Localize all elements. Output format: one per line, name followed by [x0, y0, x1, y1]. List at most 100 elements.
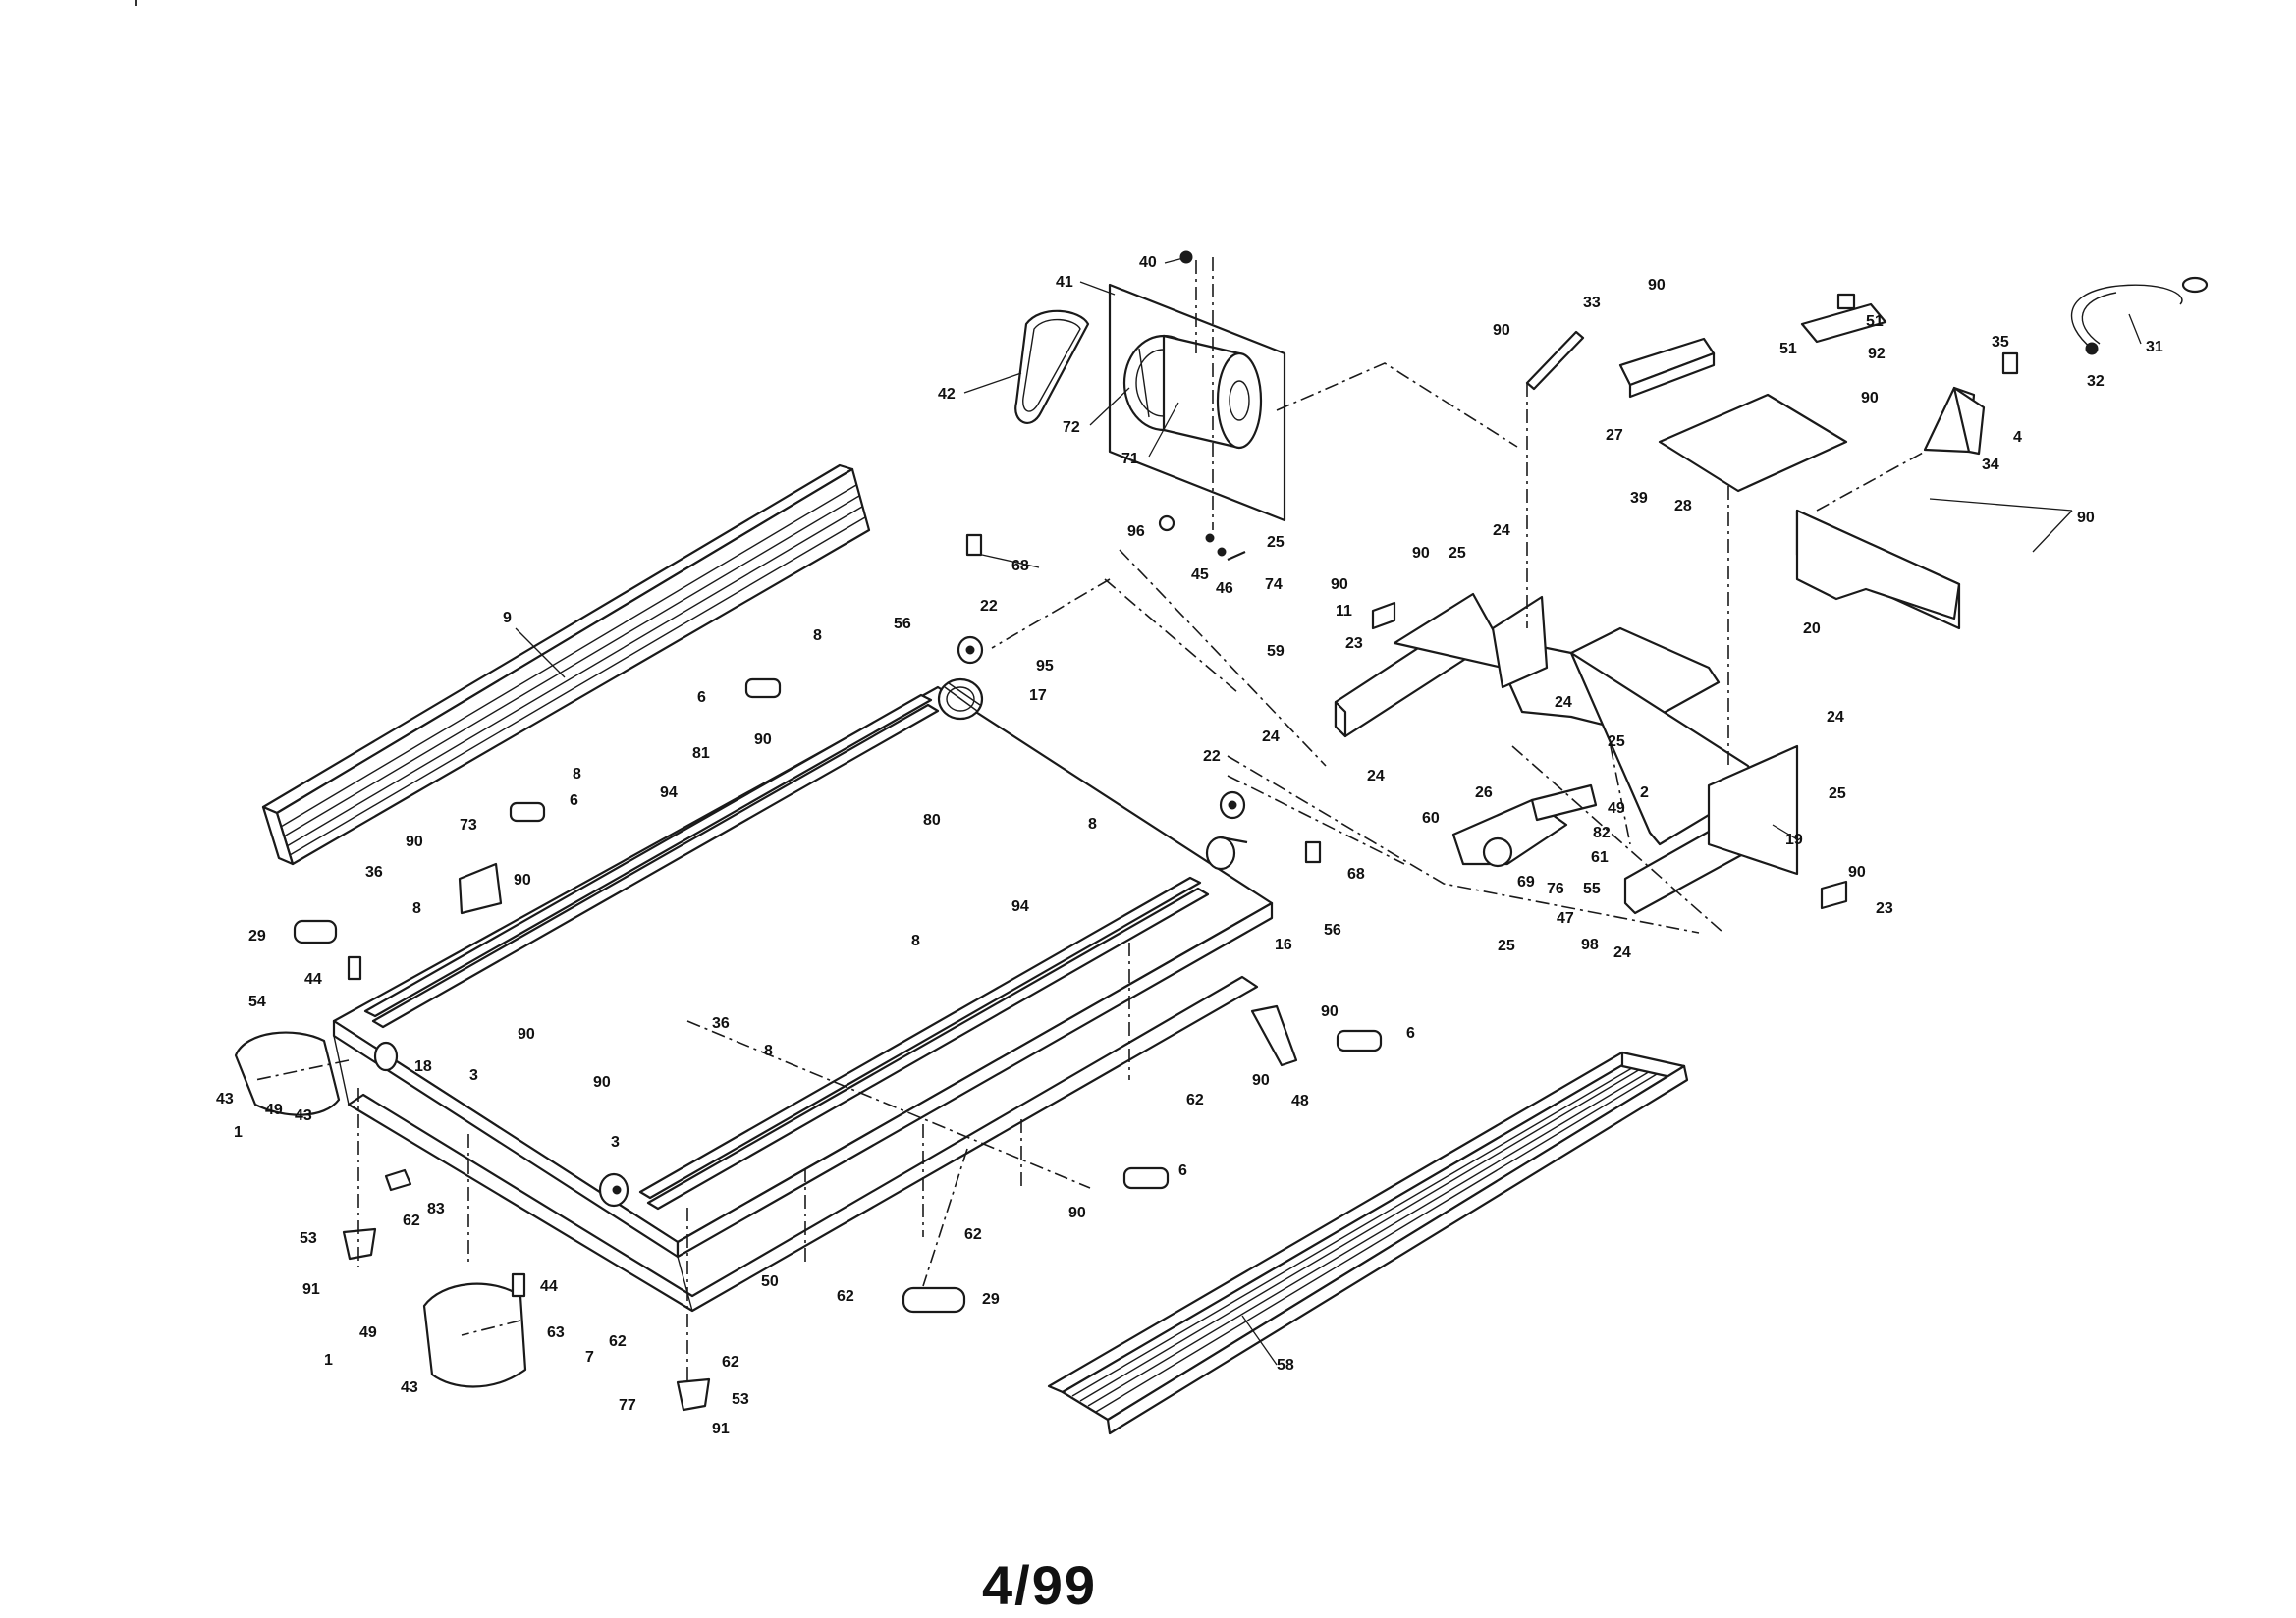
- callout-42: 42: [938, 386, 956, 403]
- callout-74: 74: [1265, 576, 1283, 593]
- callout-90: 90: [1321, 1003, 1339, 1020]
- callout-49: 49: [359, 1324, 377, 1341]
- callout-43: 43: [401, 1379, 418, 1396]
- motor: [1122, 334, 1263, 450]
- callout-92: 92: [1868, 346, 1886, 362]
- callout-90: 90: [1493, 322, 1510, 339]
- rear-roller: [598, 1172, 629, 1208]
- bracket-33: [1525, 330, 1585, 391]
- callout-3: 3: [469, 1067, 478, 1084]
- page-number: 4/99: [982, 1554, 1097, 1616]
- callout-59: 59: [1267, 643, 1285, 660]
- callout-29: 29: [248, 928, 266, 944]
- callout-90: 90: [514, 872, 531, 889]
- leveling-foot-53-left: [342, 1227, 377, 1261]
- callout-90: 90: [1648, 277, 1666, 294]
- callout-73: 73: [460, 817, 477, 834]
- callout-24: 24: [1367, 768, 1385, 784]
- callout-81: 81: [692, 745, 710, 762]
- motor-washer-46: [1217, 547, 1227, 557]
- callout-25: 25: [1449, 545, 1466, 562]
- callout-49: 49: [265, 1102, 283, 1118]
- bumper-6-c: [1336, 1029, 1383, 1052]
- left-rear-roller: [373, 1041, 399, 1072]
- pulley-washer-right: [1219, 790, 1246, 820]
- callout-90: 90: [754, 731, 772, 748]
- callout-71: 71: [1121, 451, 1139, 467]
- callout-94: 94: [660, 784, 678, 801]
- callout-24: 24: [1613, 944, 1631, 961]
- upright-base-frame: [1334, 592, 1799, 915]
- callout-8: 8: [764, 1043, 773, 1059]
- callout-24: 24: [1262, 728, 1280, 745]
- front-pulley: [937, 677, 984, 721]
- callout-41: 41: [1056, 274, 1073, 291]
- callout-39: 39: [1630, 490, 1648, 507]
- callout-24: 24: [1827, 709, 1844, 726]
- callout-98: 98: [1581, 937, 1599, 953]
- callout-43: 43: [216, 1091, 234, 1107]
- clip-44-a: [347, 955, 362, 981]
- callout-68: 68: [1011, 558, 1029, 574]
- callout-62: 62: [837, 1288, 854, 1305]
- bumper-6-a: [744, 677, 782, 699]
- callout-45: 45: [1191, 566, 1209, 583]
- callout-51: 51: [1866, 313, 1884, 330]
- callout-6: 6: [1406, 1025, 1415, 1042]
- leveling-foot-53-right: [676, 1377, 711, 1412]
- callout-53: 53: [732, 1391, 749, 1408]
- switch-35: [2001, 351, 2019, 375]
- callout-11: 11: [1336, 603, 1352, 620]
- callout-23: 23: [1345, 635, 1363, 652]
- callout-29: 29: [982, 1291, 1000, 1308]
- bracket-23-left: [1371, 601, 1396, 630]
- callout-91: 91: [302, 1281, 320, 1298]
- callout-2: 2: [1640, 784, 1649, 801]
- callout-27: 27: [1606, 427, 1623, 444]
- callout-90: 90: [1412, 545, 1430, 562]
- callout-90: 90: [1331, 576, 1348, 593]
- callout-62: 62: [609, 1333, 627, 1350]
- clip-68-b: [1304, 840, 1322, 864]
- pulley-washer-top: [957, 635, 984, 665]
- callout-62: 62: [722, 1354, 739, 1371]
- callout-51: 51: [1779, 341, 1797, 357]
- callout-47: 47: [1557, 910, 1574, 927]
- callout-82: 82: [1593, 825, 1611, 841]
- callout-8: 8: [573, 766, 581, 782]
- motor-bolt-25: [1227, 550, 1246, 562]
- callout-8: 8: [412, 900, 421, 917]
- bracket-48: [1250, 1004, 1298, 1067]
- callout-36: 36: [365, 864, 383, 881]
- bumper-6-d: [1122, 1166, 1170, 1190]
- motor-washer-45: [1205, 533, 1215, 543]
- callout-25: 25: [1829, 785, 1846, 802]
- callout-22: 22: [1203, 748, 1221, 765]
- callout-62: 62: [403, 1213, 420, 1229]
- callout-53: 53: [300, 1230, 317, 1247]
- callout-1: 1: [234, 1124, 243, 1141]
- callout-90: 90: [2077, 510, 2095, 526]
- scan-mark: [135, 0, 137, 6]
- callout-26: 26: [1475, 784, 1493, 801]
- callout-8: 8: [1088, 816, 1097, 833]
- callout-24: 24: [1493, 522, 1510, 539]
- callout-6: 6: [697, 689, 706, 706]
- callout-20: 20: [1803, 620, 1821, 637]
- callout-23: 23: [1876, 900, 1893, 917]
- drive-belt: [1014, 309, 1090, 424]
- callout-90: 90: [518, 1026, 535, 1043]
- motor-nut-40: [1179, 250, 1193, 264]
- callout-3: 3: [611, 1134, 620, 1151]
- callout-33: 33: [1583, 295, 1601, 311]
- clip-68-a: [965, 533, 983, 557]
- circuit-board-20: [1795, 509, 1961, 630]
- callout-36: 36: [712, 1015, 730, 1032]
- callout-25: 25: [1267, 534, 1285, 551]
- callout-46: 46: [1216, 580, 1233, 597]
- bracket-27: [1618, 337, 1716, 399]
- motor-washer-96: [1158, 514, 1175, 532]
- callout-62: 62: [964, 1226, 982, 1243]
- clip-44-b: [511, 1272, 526, 1298]
- callout-44: 44: [304, 971, 322, 988]
